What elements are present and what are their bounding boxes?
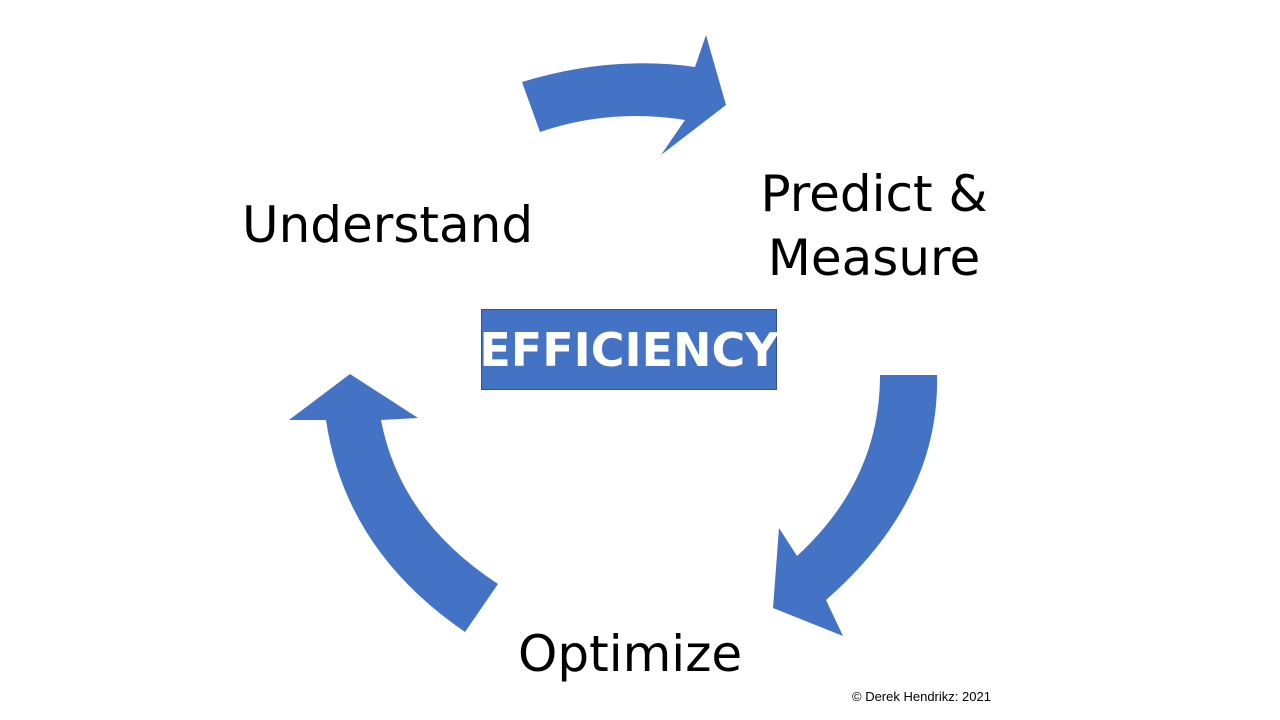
label-measure: Measure: [767, 229, 981, 287]
arrow-optimize-to-understand: [289, 374, 498, 632]
label-predict-measure: Predict & Measure: [760, 162, 988, 290]
label-understand: Understand: [242, 196, 534, 254]
label-optimize: Optimize: [518, 625, 743, 683]
arrow-predict-to-optimize: [773, 375, 938, 636]
arrow-understand-to-predict: [522, 35, 726, 155]
label-predict: Predict &: [760, 165, 988, 223]
copyright-text: © Derek Hendrikz: 2021: [852, 689, 991, 704]
efficiency-box: EFFICIENCY: [479, 309, 779, 390]
